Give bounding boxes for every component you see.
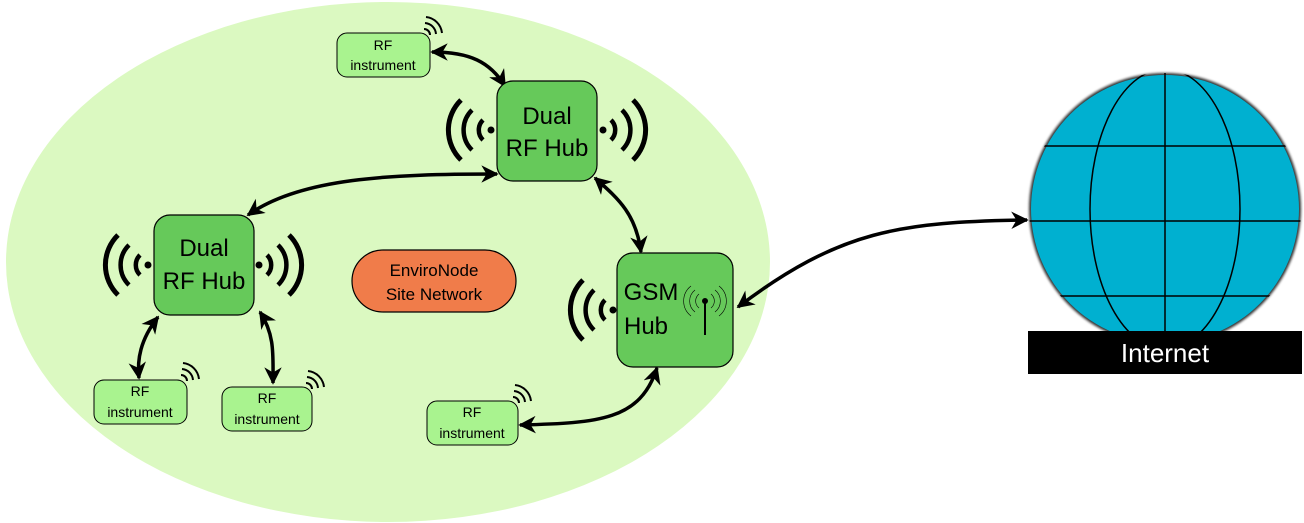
hub-gsm[interactable]: GSM Hub [567, 252, 734, 368]
instrument-top[interactable]: RF instrument [336, 16, 443, 78]
site-network-label-line2: Site Network [386, 285, 483, 304]
internet-label-bar [1028, 331, 1302, 374]
site-network-label: EnviroNode Site Network [351, 249, 517, 313]
globe-grid [1029, 73, 1301, 345]
instrument-gsm-line1: RF [463, 404, 482, 420]
hub-left[interactable]: Dual RF Hub [102, 214, 305, 316]
instrument-left-b-line2: instrument [234, 411, 299, 427]
link-hub-gsm-inst-gsm [518, 366, 661, 434]
hub-gsm-line2: Hub [624, 313, 668, 340]
hub-left-line2: RF Hub [163, 268, 246, 295]
hub-top-line1: Dual [522, 103, 571, 130]
wireless-signal-icon [445, 98, 649, 162]
instrument-left-b-line1: RF [258, 390, 277, 406]
hub-top-line2: RF Hub [506, 135, 589, 162]
instrument-left-a[interactable]: RF instrument [93, 362, 200, 425]
link-hub-left-inst-left-a [128, 315, 160, 380]
signal-icon [305, 370, 325, 390]
signal-icon [512, 384, 532, 404]
hub-top[interactable]: Dual RF Hub [445, 80, 649, 182]
instrument-top-line1: RF [374, 37, 393, 53]
link-hub-top-hub-left [246, 165, 499, 217]
internet-node[interactable]: Internet [1020, 69, 1304, 374]
wireless-signal-icon [567, 278, 617, 342]
instrument-top-line2: instrument [350, 57, 415, 73]
instrument-left-b[interactable]: RF instrument [221, 370, 325, 432]
instrument-gsm-line2: instrument [439, 425, 504, 441]
link-hub-top-hub-gsm [593, 176, 648, 254]
link-inst-top-hub-top [430, 43, 507, 88]
hub-gsm-line1: GSM [624, 279, 679, 306]
site-network-label-line1: EnviroNode [390, 261, 479, 280]
wireless-signal-icon [102, 233, 305, 297]
hub-left-line1: Dual [179, 235, 228, 262]
links [128, 43, 1029, 434]
signal-icon [423, 16, 443, 36]
signal-icon [180, 362, 200, 382]
antenna-icon [683, 285, 727, 335]
link-hub-gsm-internet [736, 211, 1029, 309]
instrument-left-a-line2: instrument [107, 404, 172, 420]
instrument-gsm[interactable]: RF instrument [426, 384, 532, 446]
internet-label: Internet [1121, 338, 1210, 368]
link-hub-left-inst-left-b [258, 310, 282, 385]
instrument-left-a-line1: RF [131, 383, 150, 399]
